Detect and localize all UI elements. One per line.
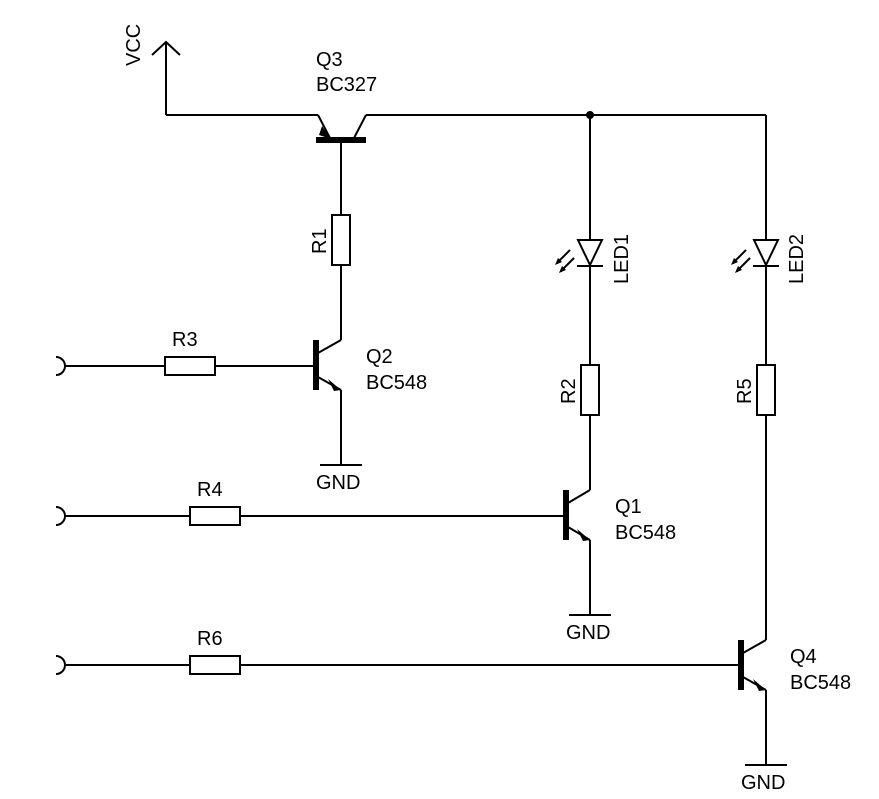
top-rail: [366, 111, 766, 119]
q1-transistor: Q1 BC548 GND: [563, 489, 676, 644]
led1-label: LED1: [611, 234, 633, 284]
vcc-label: VCC: [123, 24, 145, 66]
q4-name: Q4: [790, 646, 817, 668]
input-1: R3: [55, 329, 316, 376]
gnd-label-q2: GND: [316, 472, 360, 494]
led1-light-arrows-icon: [555, 249, 575, 273]
r1-resistor: R1: [309, 214, 351, 340]
gnd-label-q4: GND: [741, 772, 785, 794]
q4-transistor: Q4 BC548 GND: [738, 639, 851, 794]
q2-transistor: Q2 BC548 GND: [313, 339, 427, 494]
q3-transistor: Q3 BC327: [316, 49, 377, 215]
q4-part: BC548: [790, 672, 851, 694]
led2-light-arrows-icon: [731, 249, 751, 273]
led1-branch: LED1 R2: [555, 115, 633, 490]
vcc-supply: VCC: [123, 24, 318, 116]
q1-part: BC548: [615, 522, 676, 544]
q4-emitter-arrow: [753, 679, 766, 691]
q2-emitter-arrow: [328, 379, 341, 391]
led2-label: LED2: [786, 234, 808, 284]
q1-name: Q1: [615, 496, 642, 518]
r6-label: R6: [197, 628, 223, 650]
input-2: R4: [55, 479, 566, 526]
q2-name: Q2: [366, 346, 393, 368]
r4-label: R4: [197, 479, 223, 501]
r2-label: R2: [558, 378, 580, 404]
q3-emitter-arrow: [319, 126, 331, 139]
q3-name: Q3: [316, 49, 343, 71]
input-3-terminal: [55, 655, 66, 675]
led2-branch: LED2 R5: [731, 115, 808, 640]
input-1-terminal: [55, 356, 66, 376]
r1-label: R1: [309, 228, 331, 254]
r5-label: R5: [734, 378, 756, 404]
q2-part: BC548: [366, 372, 427, 394]
q3-part: BC327: [316, 74, 377, 96]
gnd-label-q1: GND: [566, 622, 610, 644]
input-2-terminal: [55, 506, 66, 526]
q1-emitter-arrow: [577, 529, 590, 541]
r3-label: R3: [172, 329, 198, 351]
input-3: R6: [55, 628, 741, 675]
